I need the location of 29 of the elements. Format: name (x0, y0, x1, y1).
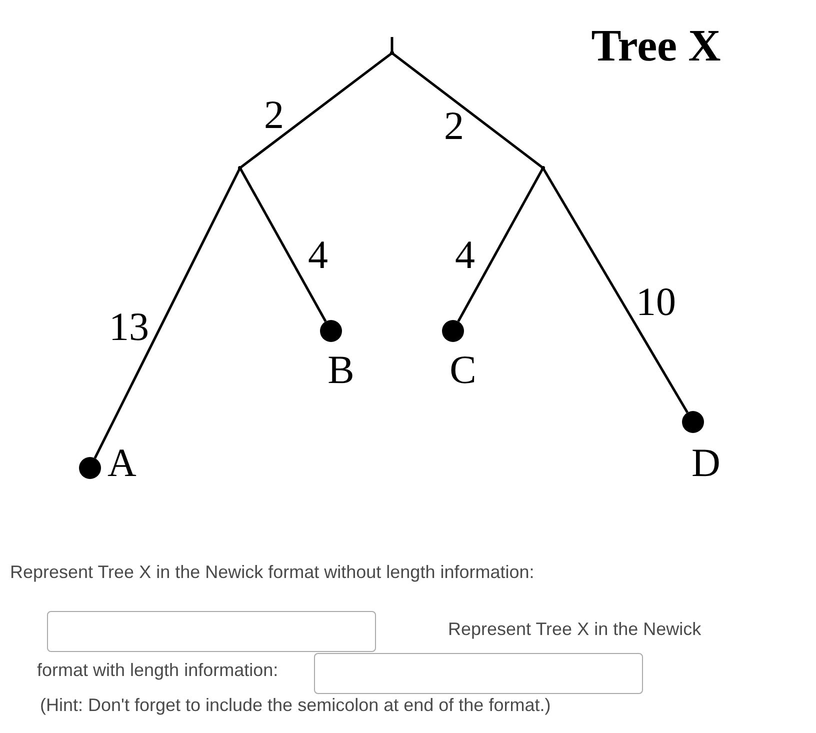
leaf-label: A (108, 443, 136, 483)
hint-text: (Hint: Don't forget to include the semicolon at end of the format.) (40, 695, 551, 717)
branch-length: 4 (308, 235, 328, 275)
branch-length: 2 (264, 95, 284, 135)
branch-point (238, 166, 242, 170)
branch-point (541, 166, 545, 170)
branch-length: 13 (109, 307, 149, 347)
leaf-dot (320, 320, 342, 342)
branch-line (240, 168, 327, 322)
branch-length: 10 (636, 282, 676, 322)
question-text: Represent Tree X in the Newick format without length information: (10, 562, 534, 584)
branch-line (240, 53, 392, 168)
branch-line (457, 168, 544, 322)
branch-line (542, 168, 688, 414)
leaf-label: D (692, 443, 720, 483)
leaf-label: B (328, 350, 354, 390)
leaf-dot (682, 411, 704, 433)
branch-point (390, 51, 394, 55)
question-text: format with length information: (37, 660, 278, 682)
question-text: Represent Tree X in the Newick (448, 619, 702, 641)
branch-line (390, 37, 394, 52)
branch-line (392, 53, 542, 168)
leaf-dot (442, 320, 464, 342)
branch-line (94, 169, 240, 459)
leaf-dot (79, 457, 101, 479)
leaf-label: C (450, 350, 476, 390)
branch-length: 4 (455, 235, 475, 275)
tree-title: Tree X (591, 24, 721, 68)
branch-length: 2 (444, 106, 464, 146)
